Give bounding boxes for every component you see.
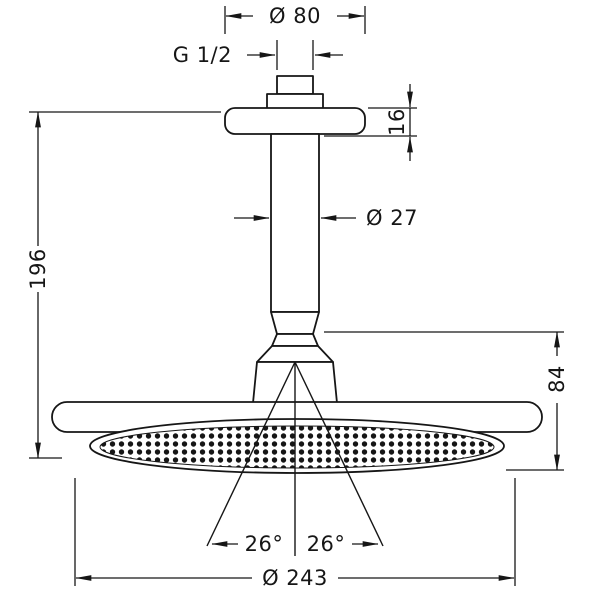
- dim-head-diameter: Ø 243: [74, 478, 516, 590]
- shower-arm-pipe: [270, 133, 320, 313]
- ceiling-connector: [266, 75, 324, 111]
- dim-thread-size: G 1/2: [173, 40, 343, 70]
- joint-collar: [271, 333, 319, 347]
- dim-head-height-label: 84: [545, 365, 569, 393]
- joint-cone: [256, 345, 334, 363]
- dim-install-height: 196: [26, 111, 221, 459]
- dim-head-diameter-label: Ø 243: [262, 566, 328, 590]
- dim-spray-angles: 26° 26°: [211, 532, 379, 556]
- shower-head: [51, 401, 543, 474]
- spray-angle-lines: [206, 361, 384, 556]
- spray-face-nozzles: [99, 425, 495, 469]
- joint-taper: [270, 311, 320, 335]
- dim-top-diameter: Ø 80: [224, 4, 366, 34]
- dim-spray-angle-right-label: 26°: [307, 532, 346, 556]
- dim-spray-angle-left-label: 26°: [245, 532, 284, 556]
- dim-install-height-label: 196: [26, 248, 50, 290]
- dim-flange-height: 16: [324, 84, 417, 161]
- dim-head-height: 84: [324, 331, 569, 471]
- dim-top-diameter-label: Ø 80: [269, 4, 321, 28]
- dim-flange-height-label: 16: [385, 108, 409, 136]
- dim-thread-size-label: G 1/2: [173, 43, 232, 67]
- ceiling-flange: [224, 107, 366, 135]
- thread-stub-upper: [276, 75, 314, 95]
- spray-ray-left: [206, 361, 296, 547]
- dim-pipe-diameter: Ø 27: [234, 206, 418, 230]
- spray-ray-right: [294, 361, 384, 547]
- dim-pipe-diameter-label: Ø 27: [366, 206, 418, 230]
